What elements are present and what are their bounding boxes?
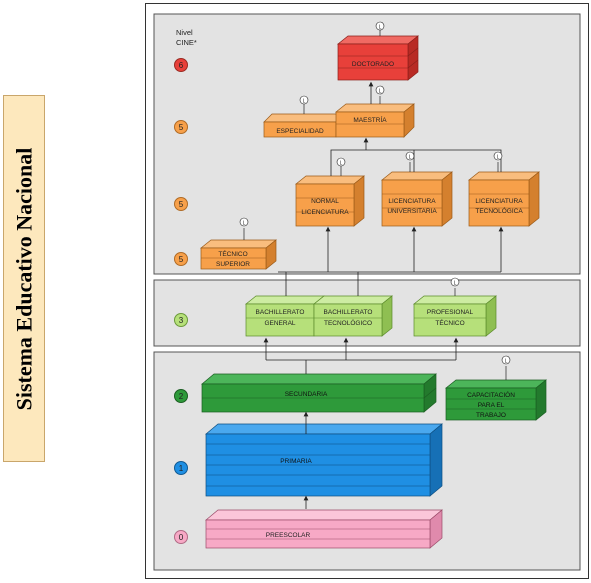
- exit-marker-doctorado: L: [375, 21, 385, 36]
- svg-text:SUPERIOR: SUPERIOR: [216, 261, 250, 268]
- box-bachillerato-tecnologico: BACHILLERATO TECNOLÓGICO: [313, 295, 393, 337]
- exit-marker-tecnico-sup: L: [239, 217, 249, 240]
- header-cine: CINE*: [176, 38, 197, 47]
- svg-text:PRIMARIA: PRIMARIA: [280, 458, 312, 465]
- svg-text:PREESCOLAR: PREESCOLAR: [266, 532, 311, 539]
- level-circle-3: 3: [174, 313, 188, 327]
- box-secundaria: SECUNDARIA: [201, 373, 437, 413]
- svg-text:ESPECIALIDAD: ESPECIALIDAD: [276, 128, 324, 135]
- svg-text:MAESTRÍA: MAESTRÍA: [353, 115, 387, 124]
- svg-text:3: 3: [179, 316, 184, 325]
- box-capacitacion-trabajo: CAPACITACIÓN PARA EL TRABAJO: [445, 379, 547, 421]
- level-circle-5b: 5: [174, 197, 188, 211]
- level-circle-5c: 5: [174, 252, 188, 266]
- box-normal-licenciatura: NORMAL LICENCIATURA: [295, 175, 365, 227]
- svg-text:2: 2: [179, 392, 184, 401]
- svg-text:LICENCIATURA: LICENCIATURA: [388, 198, 436, 205]
- education-diagram: Nivel CINE* 6 5 5 5 3 2 1 0: [153, 13, 581, 571]
- header-nivel: Nivel: [176, 28, 193, 37]
- box-doctorado: DOCTORADO: [337, 35, 419, 81]
- box-licenciatura-universitaria: LICENCIATURA UNIVERSITARIA: [381, 171, 453, 227]
- exit-marker-lic-tec: L: [493, 151, 503, 172]
- svg-text:GENERAL: GENERAL: [264, 320, 295, 327]
- svg-text:SECUNDARIA: SECUNDARIA: [285, 391, 328, 398]
- svg-text:5: 5: [179, 200, 184, 209]
- box-primaria: PRIMARIA: [205, 423, 443, 497]
- svg-text:L: L: [303, 99, 306, 105]
- diagram-frame: Nivel CINE* 6 5 5 5 3 2 1 0: [145, 3, 589, 579]
- level-circle-1: 1: [174, 461, 188, 475]
- svg-text:TRABAJO: TRABAJO: [476, 412, 506, 419]
- svg-text:L: L: [409, 155, 412, 161]
- svg-text:LICENCIATURA: LICENCIATURA: [475, 198, 523, 205]
- exit-marker-normal: L: [336, 157, 346, 176]
- svg-text:TÉCNICO: TÉCNICO: [435, 318, 464, 327]
- svg-text:TÉCNICO: TÉCNICO: [218, 249, 247, 258]
- box-profesional-tecnico: PROFESIONAL TÉCNICO: [413, 295, 497, 337]
- box-licenciatura-tecnologica: LICENCIATURA TECNOLÓGICA: [468, 171, 540, 227]
- side-title: Sistema Educativo Nacional: [11, 147, 37, 410]
- box-bachillerato-general: BACHILLERATO GENERAL: [245, 295, 325, 337]
- svg-text:CAPACITACIÓN: CAPACITACIÓN: [467, 390, 515, 399]
- svg-text:PROFESIONAL: PROFESIONAL: [427, 309, 474, 316]
- svg-text:L: L: [243, 221, 246, 227]
- exit-marker-maestria: L: [375, 85, 385, 104]
- exit-marker-prof-tec: L: [450, 277, 460, 296]
- exit-marker-especialidad: L: [299, 95, 309, 114]
- connector-lines: [263, 81, 504, 509]
- exit-marker-lic-univ: L: [405, 151, 415, 172]
- box-preescolar: PREESCOLAR: [205, 509, 443, 549]
- svg-text:L: L: [505, 359, 508, 365]
- level-circle-0: 0: [174, 530, 188, 544]
- svg-text:DOCTORADO: DOCTORADO: [352, 61, 394, 68]
- svg-text:LICENCIATURA: LICENCIATURA: [301, 209, 349, 216]
- svg-text:L: L: [379, 89, 382, 95]
- svg-text:0: 0: [179, 533, 184, 542]
- level-circle-6: 6: [174, 58, 188, 72]
- level-circle-5a: 5: [174, 120, 188, 134]
- svg-text:UNIVERSITARIA: UNIVERSITARIA: [387, 208, 437, 215]
- svg-text:TECNOLÓGICA: TECNOLÓGICA: [475, 206, 523, 215]
- svg-text:6: 6: [179, 61, 184, 70]
- svg-text:L: L: [497, 155, 500, 161]
- svg-text:TECNOLÓGICO: TECNOLÓGICO: [324, 318, 372, 327]
- svg-text:BACHILLERATO: BACHILLERATO: [256, 309, 305, 316]
- svg-text:5: 5: [179, 255, 184, 264]
- box-maestria: MAESTRÍA: [335, 103, 415, 138]
- svg-text:L: L: [340, 161, 343, 167]
- svg-text:L: L: [379, 25, 382, 31]
- svg-text:NORMAL: NORMAL: [311, 198, 339, 205]
- level-circle-2: 2: [174, 389, 188, 403]
- svg-text:5: 5: [179, 123, 184, 132]
- svg-text:L: L: [454, 281, 457, 287]
- exit-markers: L L L L L L L L L: [239, 21, 511, 380]
- box-tecnico-superior: TÉCNICO SUPERIOR: [200, 239, 277, 270]
- svg-text:PARA EL: PARA EL: [478, 402, 505, 409]
- svg-text:1: 1: [179, 464, 184, 473]
- svg-text:BACHILLERATO: BACHILLERATO: [324, 309, 373, 316]
- exit-marker-capacitacion: L: [501, 355, 511, 380]
- side-title-box: Sistema Educativo Nacional: [3, 95, 45, 462]
- box-especialidad: ESPECIALIDAD: [263, 113, 345, 138]
